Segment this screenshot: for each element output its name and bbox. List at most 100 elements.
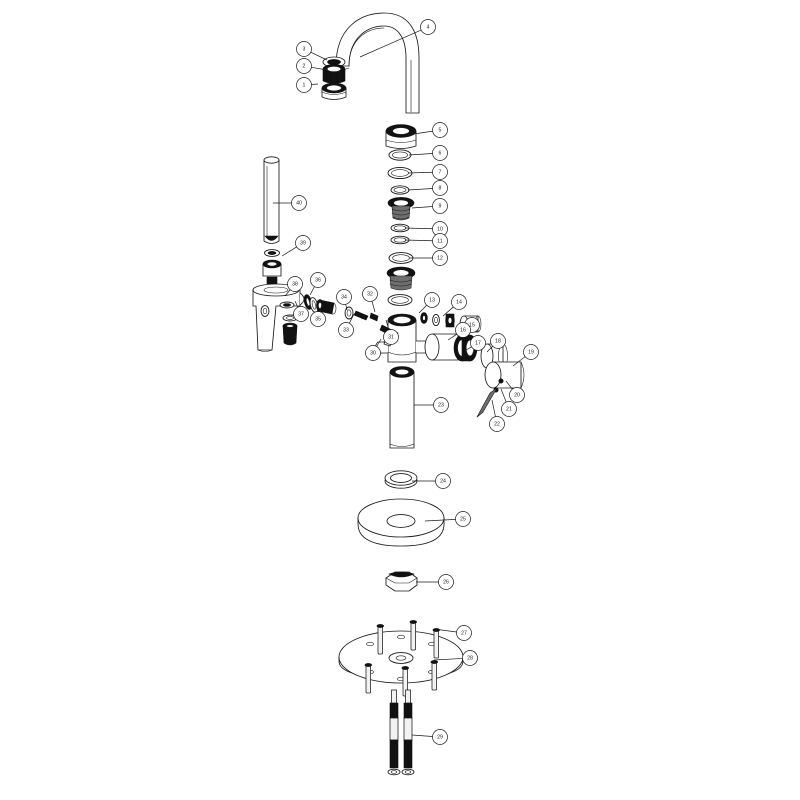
leader-line-28 [433,658,463,661]
leader-line-39 [281,246,297,257]
callout-32[interactable]: 32 [362,286,378,302]
callout-3[interactable]: 3 [296,41,312,57]
callout-12[interactable]: 12 [432,250,448,266]
callout-label-25: 25 [460,516,466,522]
callout-27[interactable]: 27 [456,625,472,641]
callout-circle-5 [432,122,448,138]
callout-31[interactable]: 31 [383,329,399,345]
callout-21[interactable]: 21 [501,401,517,417]
callout-label-36: 36 [315,277,321,283]
callout-label-26: 26 [443,579,449,585]
leader-line-18 [486,346,493,353]
leader-line-6 [408,153,433,156]
leader-line-35 [319,303,323,312]
callout-label-16: 16 [460,327,466,333]
callout-37[interactable]: 37 [293,306,309,322]
callout-circle-21 [501,401,517,417]
leader-line-9 [411,206,433,209]
part-mounting-plate [338,630,464,684]
callout-20[interactable]: 20 [509,387,525,403]
callout-29[interactable]: 29 [432,729,448,745]
leader-line-31 [385,319,390,330]
callout-label-24: 24 [440,478,446,484]
part-threaded-bush-lower [386,266,416,291]
callout-23[interactable]: 23 [433,397,449,413]
leader-line-3 [310,51,328,61]
callout-7[interactable]: 7 [432,164,448,180]
part-aerator-insert [322,64,346,85]
part-small-washer [432,313,440,327]
callout-circle-33 [338,322,354,338]
callout-39[interactable]: 39 [295,235,311,251]
callout-28[interactable]: 28 [462,650,478,666]
callout-circle-22 [489,416,505,432]
callout-18[interactable]: 18 [490,333,506,349]
callout-22[interactable]: 22 [489,416,505,432]
part-diverter-spring [353,310,369,321]
callout-9[interactable]: 9 [432,198,448,214]
callout-16[interactable]: 16 [455,322,471,338]
callout-circle-18 [490,333,506,349]
callout-25[interactable]: 25 [455,511,471,527]
callout-6[interactable]: 6 [432,145,448,161]
callout-19[interactable]: 19 [523,344,539,360]
leader-line-21 [500,388,507,403]
part-handle-washer [264,249,280,257]
part-retaining-clip [420,312,428,324]
callout-2[interactable]: 2 [296,58,312,74]
callout-label-10: 10 [437,226,443,232]
callout-circle-8 [432,180,448,196]
callout-label-11: 11 [437,238,442,244]
part-mounting-screws [364,620,440,697]
callout-5[interactable]: 5 [432,122,448,138]
callout-label-38: 38 [292,281,298,287]
leader-line-19 [512,356,526,367]
callout-circle-1 [296,77,312,93]
callout-label-33: 33 [343,327,349,333]
callout-circle-28 [462,650,478,666]
part-aerator-washer [322,56,346,68]
part-o-ring-small [390,185,410,195]
callout-label-14: 14 [456,299,462,305]
callout-4[interactable]: 4 [420,19,436,35]
callout-label-15: 15 [469,322,475,328]
callout-36[interactable]: 36 [310,272,326,288]
callout-26[interactable]: 26 [438,574,454,590]
callout-11[interactable]: 11 [432,233,448,249]
callout-34[interactable]: 34 [336,289,352,305]
leader-line-32 [371,301,376,313]
callout-label-35: 35 [315,316,321,322]
callout-30[interactable]: 30 [365,345,381,361]
callout-circle-2 [296,58,312,74]
callout-circle-19 [523,344,539,360]
leader-line-4 [359,29,422,58]
callout-1[interactable]: 1 [296,77,312,93]
callout-13[interactable]: 13 [424,292,440,308]
callout-40[interactable]: 40 [291,195,307,211]
part-diverter-washer [344,306,354,320]
leader-line-11 [404,239,433,242]
callout-33[interactable]: 33 [338,322,354,338]
part-threaded-bush-upper [387,197,415,221]
callout-circle-3 [296,41,312,57]
callout-38[interactable]: 38 [287,276,303,292]
callout-14[interactable]: 14 [451,294,467,310]
callout-17[interactable]: 17 [470,335,486,351]
callout-label-8: 8 [439,185,442,191]
callout-circle-25 [455,511,471,527]
callout-circle-39 [295,235,311,251]
leader-line-2 [311,66,328,71]
callout-8[interactable]: 8 [432,180,448,196]
callout-24[interactable]: 24 [435,473,451,489]
callout-circle-13 [424,292,440,308]
callout-label-7: 7 [439,169,442,175]
callout-label-32: 32 [367,291,373,297]
part-aerator-housing [321,82,347,100]
callout-label-40: 40 [296,200,302,206]
callout-35[interactable]: 35 [310,311,326,327]
leader-line-25 [424,519,456,522]
part-lever-pin [476,387,498,418]
leader-line-29 [411,734,433,737]
part-hex-lock-nut [385,571,418,592]
